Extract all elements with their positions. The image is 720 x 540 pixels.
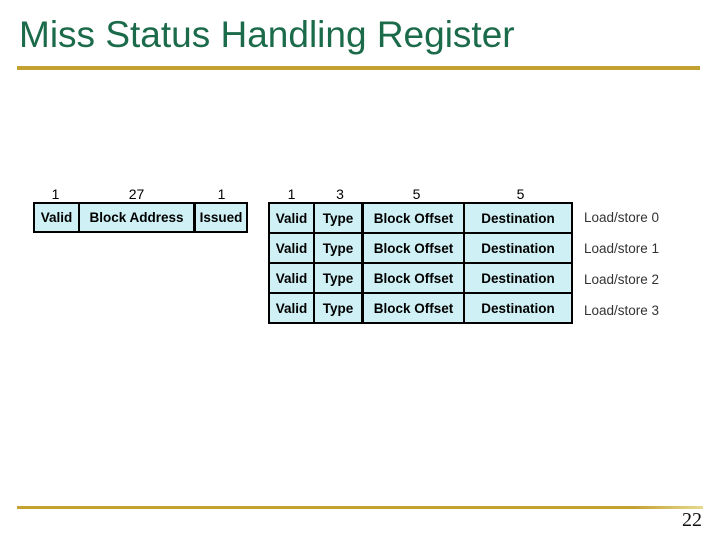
field-cell-destination: Destination bbox=[463, 264, 571, 292]
page-title: Miss Status Handling Register bbox=[19, 14, 515, 55]
row-label-load-store-0: Load/store 0 bbox=[584, 210, 660, 225]
field-cell-type: Type bbox=[313, 264, 361, 292]
row-labels: Load/store 0 Load/store 1 Load/store 2 L… bbox=[584, 202, 659, 326]
field-cell-destination: Destination bbox=[463, 204, 571, 232]
page-number: 22 bbox=[682, 509, 702, 531]
bit-width-label: 1 bbox=[287, 186, 296, 202]
bit-width-label: 3 bbox=[336, 186, 344, 202]
title-divider bbox=[17, 66, 700, 70]
field-cell-type: Type bbox=[313, 294, 361, 322]
bit-width-row: 1 3 5 5 bbox=[268, 184, 573, 202]
field-cell-block-offset: Block Offset bbox=[361, 204, 463, 232]
mshr-entry-table: Valid Block Address Issued bbox=[33, 202, 248, 233]
bit-width-row: 1 27 1 bbox=[33, 184, 248, 202]
footer-divider bbox=[17, 506, 703, 509]
bit-width-label: 5 bbox=[516, 186, 525, 202]
table-row: Valid Block Address Issued bbox=[35, 204, 246, 231]
field-cell-block-offset: Block Offset bbox=[361, 264, 463, 292]
field-cell-block-offset: Block Offset bbox=[361, 294, 463, 322]
row-label-load-store-3: Load/store 3 bbox=[584, 303, 660, 318]
field-cell-destination: Destination bbox=[463, 294, 571, 322]
mshr-entry-register: 1 27 1 Valid Block Address Issued bbox=[33, 184, 248, 233]
load-store-table: Valid Type Block Offset Destination Vali… bbox=[268, 202, 573, 324]
bit-width-label: 1 bbox=[217, 186, 226, 202]
table-row: Valid Type Block Offset Destination bbox=[270, 292, 571, 322]
field-cell-type: Type bbox=[313, 234, 361, 262]
field-cell-valid: Valid bbox=[275, 210, 308, 226]
field-cell-type: Type bbox=[313, 204, 361, 232]
table-row: Valid Type Block Offset Destination bbox=[270, 262, 571, 292]
field-cell-valid: Valid bbox=[275, 300, 308, 316]
bit-width-label: 5 bbox=[412, 186, 421, 202]
row-label-load-store-1: Load/store 1 bbox=[584, 241, 660, 256]
field-cell-valid: Valid bbox=[275, 240, 308, 256]
bit-width-label: 1 bbox=[51, 186, 60, 202]
field-cell-block-offset: Block Offset bbox=[361, 234, 463, 262]
row-label-load-store-2: Load/store 2 bbox=[584, 272, 660, 287]
table-row: Valid Type Block Offset Destination bbox=[270, 232, 571, 262]
table-row: Valid Type Block Offset Destination bbox=[270, 204, 571, 232]
load-store-register: 1 3 5 5 Valid Type Block Offset Destinat… bbox=[268, 184, 573, 324]
field-cell-issued: Issued bbox=[193, 204, 246, 231]
field-cell-valid: Valid bbox=[40, 210, 73, 225]
bit-width-label: 27 bbox=[128, 186, 145, 202]
field-cell-destination: Destination bbox=[463, 234, 571, 262]
field-cell-block-address: Block Address bbox=[78, 204, 193, 231]
field-cell-valid: Valid bbox=[275, 270, 308, 286]
